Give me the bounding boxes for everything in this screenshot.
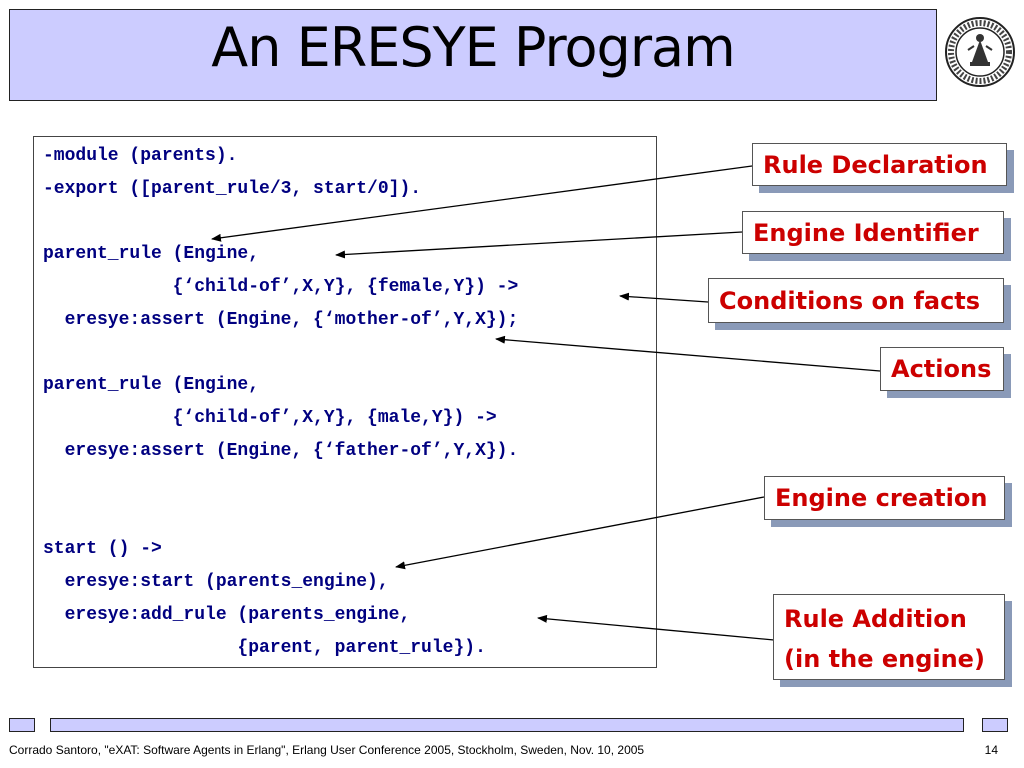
callout-rule-addition: Rule Addition (in the engine) <box>773 594 1005 680</box>
university-seal-logo <box>945 17 1015 87</box>
callout-rule-declaration: Rule Declaration <box>752 143 1007 186</box>
code-line-export: -export ([parent_rule/3, start/0]). <box>43 179 422 199</box>
callout-conditions-on-facts: Conditions on facts <box>708 278 1004 323</box>
callout-actions-label: Actions <box>891 355 992 383</box>
slide-title: An ERESYE Program <box>211 16 735 79</box>
code-line-rule2-action: eresye:assert (Engine, {‘father-of’,Y,X}… <box>43 441 519 461</box>
footer-bar-left <box>9 718 35 732</box>
callout-engine-creation-label: Engine creation <box>775 484 988 512</box>
callout-rule-declaration-label: Rule Declaration <box>763 151 988 179</box>
code-line-rule1-head: parent_rule (Engine, <box>43 244 260 264</box>
title-bar: An ERESYE Program <box>9 9 937 101</box>
callout-engine-identifier-label: Engine Identifier <box>753 219 979 247</box>
code-line-add-rule: eresye:add_rule (parents_engine, <box>43 605 411 625</box>
code-line-engine-start: eresye:start (parents_engine), <box>43 572 389 592</box>
code-line-start-head: start () -> <box>43 539 162 559</box>
footer-citation: Corrado Santoro, "eXAT: Software Agents … <box>9 743 645 757</box>
callout-rule-addition-line2: (in the engine) <box>784 645 985 673</box>
callout-rule-addition-line1: Rule Addition <box>784 605 967 633</box>
page-number: 14 <box>984 743 998 757</box>
code-line-add-rule-args: {parent, parent_rule}). <box>43 638 486 658</box>
footer-bar-main <box>50 718 964 732</box>
callout-engine-creation: Engine creation <box>764 476 1005 520</box>
code-line-rule1-action: eresye:assert (Engine, {‘mother-of’,Y,X}… <box>43 310 519 330</box>
code-line-rule2-conditions: {‘child-of’,X,Y}, {male,Y}) -> <box>43 408 497 428</box>
callout-conditions-on-facts-label: Conditions on facts <box>719 287 981 315</box>
code-line-module: -module (parents). <box>43 146 238 166</box>
code-line-rule1-conditions: {‘child-of’,X,Y}, {female,Y}) -> <box>43 277 519 297</box>
callout-engine-identifier: Engine Identifier <box>742 211 1004 254</box>
code-line-rule2-head: parent_rule (Engine, <box>43 375 260 395</box>
callout-actions: Actions <box>880 347 1004 391</box>
footer-bar-right <box>982 718 1008 732</box>
